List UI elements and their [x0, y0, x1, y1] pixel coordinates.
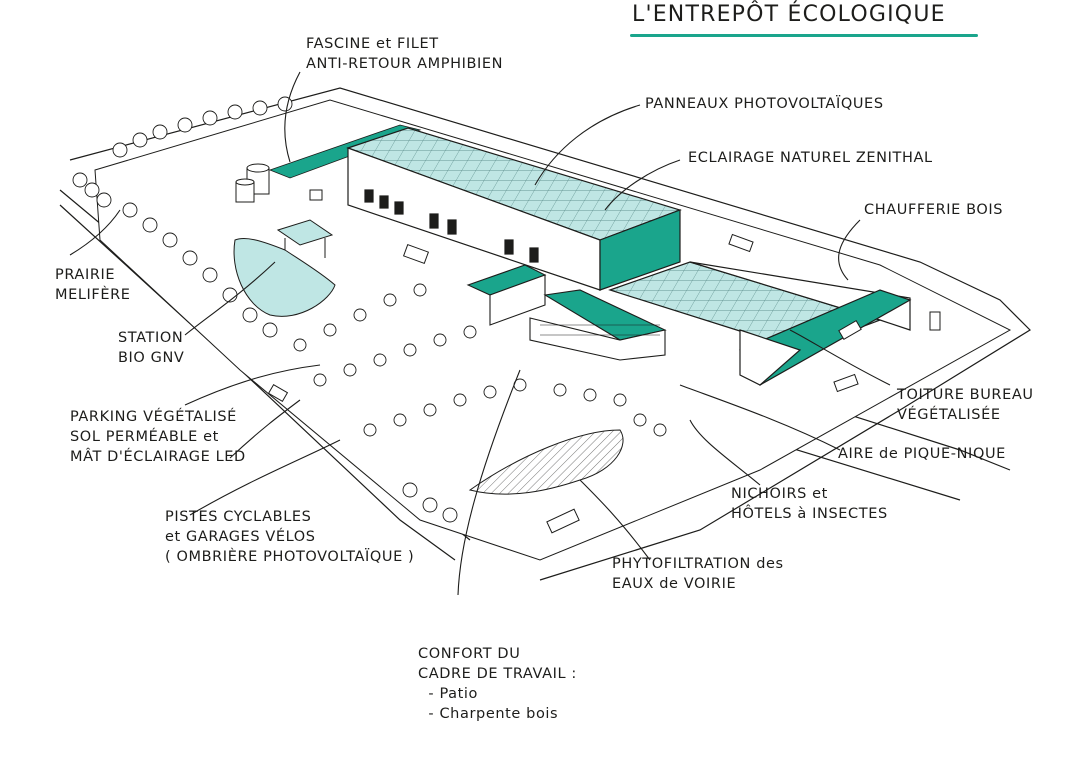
phyto-basin	[468, 429, 624, 495]
title-underline	[630, 34, 978, 37]
label-chaufferie: CHAUFFERIE BOIS	[864, 202, 1004, 218]
second-hall	[608, 261, 912, 386]
retention-pond	[233, 237, 336, 317]
gnv-station	[276, 219, 334, 258]
site-illustration	[59, 71, 1031, 596]
label-eclairage: ECLAIRAGE NATUREL ZENITHAL	[688, 150, 933, 166]
label-panneaux: PANNEAUX PHOTOVOLTAÏQUES	[645, 96, 884, 112]
main-warehouse	[346, 127, 682, 291]
tree-rows	[72, 96, 667, 523]
office-building	[466, 264, 667, 361]
label-pique-nique: AIRE de PIQUE-NIQUE	[838, 446, 1006, 462]
leader-lines	[69, 71, 891, 596]
page-title: L'ENTREPÔT ÉCOLOGIQUE	[632, 2, 946, 27]
silos	[235, 163, 270, 203]
trucks	[267, 189, 941, 534]
